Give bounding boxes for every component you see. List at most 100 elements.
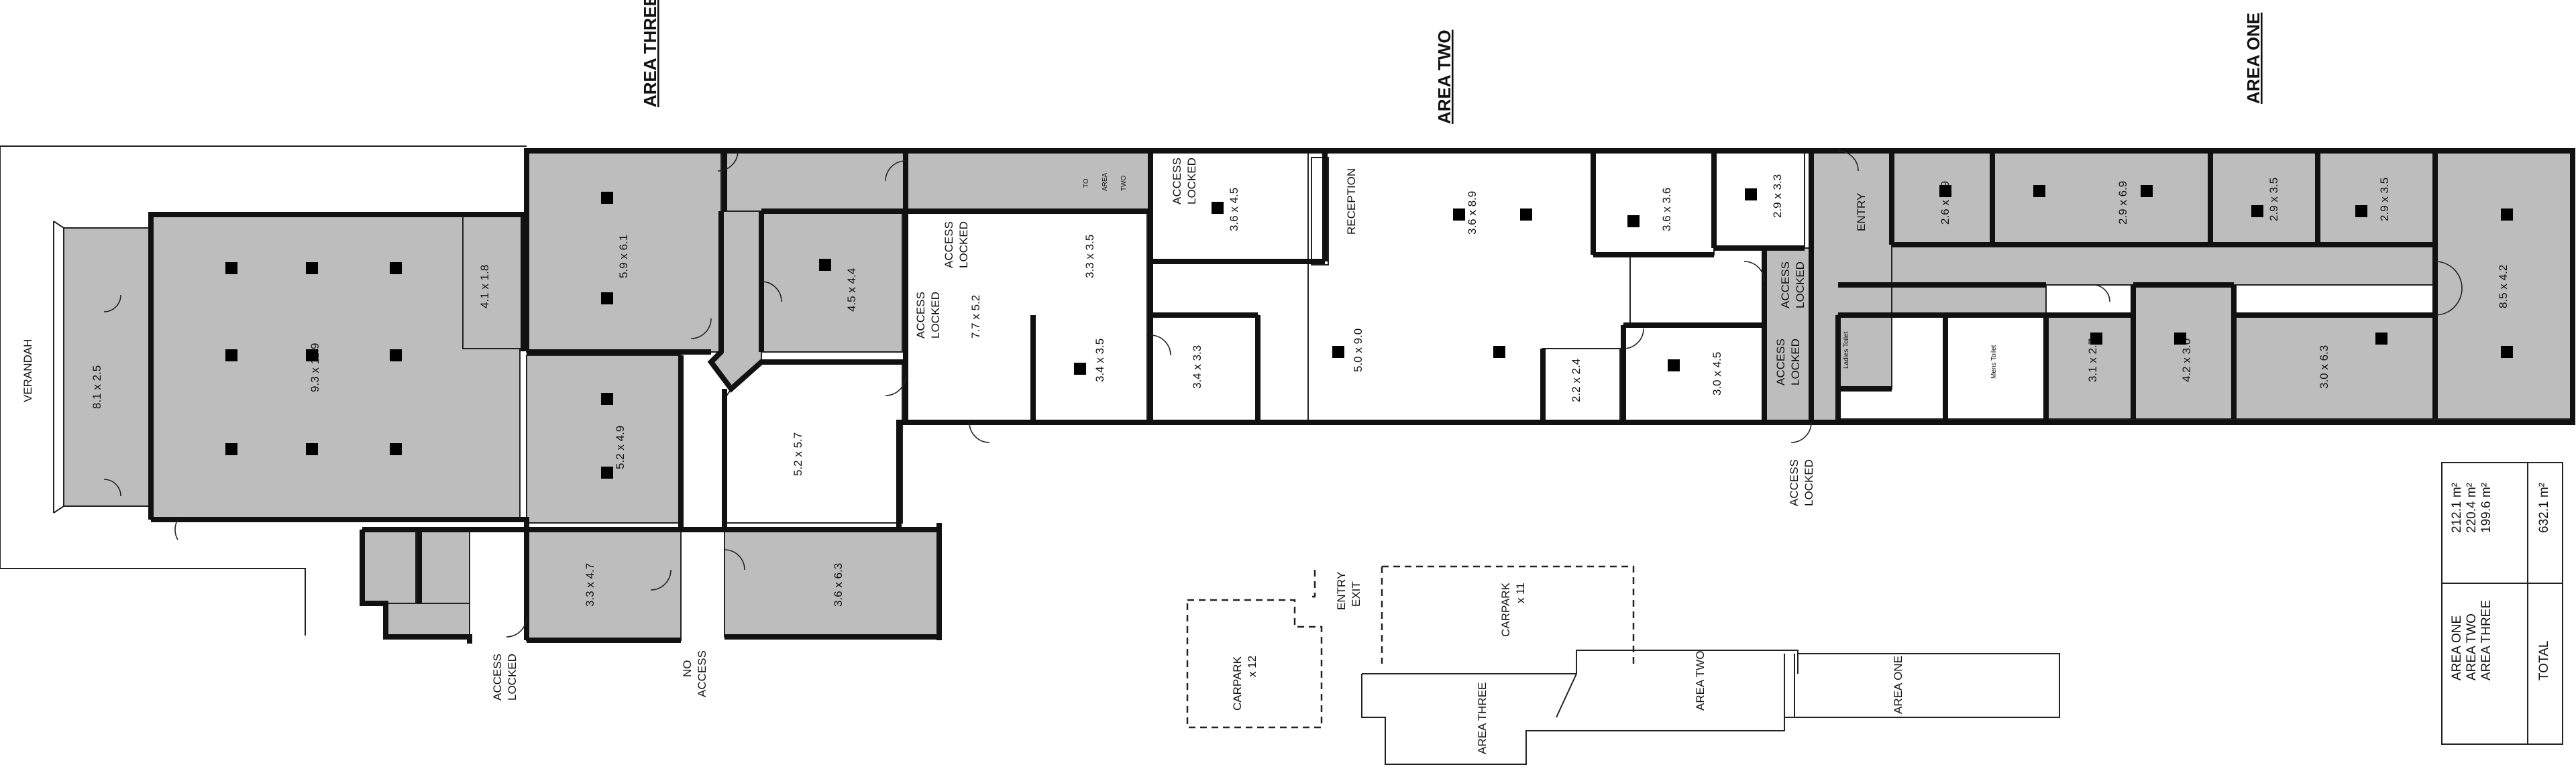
legend-value-1: 212.1 m² (2450, 483, 2464, 533)
mens-toilet-label: Mens Toilet (1990, 345, 1998, 379)
access-locked-label-f: ACCESS LOCKED (491, 654, 519, 701)
room-label-r28: 3.0 x 6.3 (2318, 345, 2330, 389)
area-three-title: AREA THREE (640, 0, 660, 107)
room-label-r26: 3.1 x 2.7 (2086, 339, 2099, 382)
legend-total-value: 632.1 m² (2537, 483, 2551, 533)
entry-exit-label: ENTRY EXIT (1335, 572, 1362, 610)
legend-value-2: 220.4 m² (2465, 483, 2479, 533)
svg-text:ACCESS: ACCESS (696, 650, 708, 697)
room-3-0x4-5 (1623, 324, 1765, 423)
room-8-5x4-2 (2434, 150, 2573, 420)
access-locked-label-a: ACCESS LOCKED (943, 221, 970, 268)
site-plan-area-two: AREA TWO (1694, 651, 1707, 711)
svg-text:ACCESS: ACCESS (1774, 339, 1787, 385)
room-label-r3: 4.1 x 1.8 (478, 265, 491, 308)
entry-label: ENTRY (1855, 193, 1868, 231)
room-label-r25: 8.5 x 4.2 (2497, 265, 2510, 308)
svg-text:x 12: x 12 (1246, 656, 1258, 677)
room-2-9x3-5-b (2317, 150, 2436, 245)
corridor-to-area-two (905, 150, 1151, 212)
svg-text:LOCKED: LOCKED (1185, 158, 1198, 204)
room-3-6x6-3 (724, 529, 940, 638)
room-3-0x6-3 (2233, 314, 2436, 420)
legend-value-3: 199.6 m² (2479, 483, 2493, 533)
site-key-plan (1361, 650, 2060, 765)
carpark-12-label: CARPARK x 12 (1231, 656, 1258, 711)
carpark-area (1186, 565, 1635, 729)
legend-name-3: AREA THREE (2479, 600, 2493, 680)
wall-north-main (527, 148, 2575, 530)
svg-text:ACCESS: ACCESS (943, 221, 955, 268)
svg-text:ACCESS: ACCESS (914, 292, 927, 339)
legend-name-1: AREA ONE (2450, 615, 2464, 680)
room-label-r16: 5.0 x 9.0 (1352, 328, 1364, 372)
room-label-r24: 2.9 x 3.5 (2378, 178, 2391, 221)
room-4-5x4-4 (761, 211, 903, 353)
room-label-r10: 7.7 x 5.2 (969, 295, 982, 339)
legend-total-name: TOTAL (2537, 641, 2551, 680)
svg-text:ACCESS: ACCESS (1171, 158, 1183, 204)
room-verandah (63, 227, 152, 507)
ladies-toilet-label: Ladies Toilet (1843, 331, 1850, 369)
room-label-r17: 2.2 x 2.4 (1570, 359, 1582, 402)
svg-text:ACCESS: ACCESS (1788, 459, 1801, 506)
to-area-two-3: TWO (1120, 175, 1128, 191)
room-hall (150, 214, 521, 520)
room-label-r7: 5.2 x 5.7 (792, 432, 804, 476)
carpark-11-label: CARPARK x 11 (1499, 582, 1527, 637)
svg-text:ACCESS: ACCESS (1779, 261, 1792, 308)
room-3-6x4-5 (1150, 150, 1326, 262)
area-legend: AREA ONE AREA TWO AREA THREE TOTAL 212.1… (2441, 462, 2563, 745)
room-5-2x4-9 (526, 355, 682, 524)
verandah-label: VERANDAH (21, 339, 34, 402)
svg-text:CARPARK: CARPARK (1231, 656, 1244, 711)
room-label-r18: 3.6 x 3.6 (1660, 188, 1673, 231)
room-label-r22: 2.9 x 6.9 (2116, 181, 2129, 225)
access-locked-label-c: ACCESS LOCKED (1779, 261, 1807, 308)
room-5-2x5-7 (724, 361, 903, 524)
svg-text:LOCKED: LOCKED (1803, 459, 1815, 506)
room-label-r13: 3.4 x 3.3 (1191, 345, 1203, 389)
svg-text:EXIT: EXIT (1350, 581, 1362, 607)
to-area-two-1: TO (1083, 178, 1090, 188)
room-3-6x3-6 (1593, 150, 1715, 255)
svg-text:LOCKED: LOCKED (1789, 339, 1802, 385)
to-area-two-2: AREA (1102, 172, 1109, 191)
site-plan-area-one: AREA ONE (1892, 656, 1904, 714)
site-plan-area-three: AREA THREE (1476, 682, 1489, 754)
svg-text:LOCKED: LOCKED (929, 292, 942, 339)
room-7-7x5-2 (905, 211, 1148, 423)
interior-walls (362, 151, 2438, 603)
room-label-r20: 3.0 x 4.5 (1711, 352, 1723, 396)
corridor-top (720, 150, 906, 212)
room-label-r1: 8.1 x 2.5 (91, 365, 103, 409)
verandah-rail (63, 227, 151, 507)
room-label-r23: 2.9 x 3.5 (2267, 178, 2280, 221)
svg-text:LOCKED: LOCKED (957, 221, 970, 268)
reception-label: RECEPTION (1345, 168, 1358, 235)
svg-text:LOCKED: LOCKED (506, 654, 519, 701)
room-2-9x3-3 (1713, 150, 1805, 249)
room-label-r11: 3.3 x 3.5 (1083, 235, 1096, 278)
svg-text:ENTRY: ENTRY (1335, 572, 1348, 610)
room-3-4x3-3 (1150, 314, 1258, 423)
area-one-title: AREA ONE (2243, 13, 2263, 104)
room-label-r4: 5.9 x 6.1 (617, 235, 630, 278)
room-label-r12: 3.4 x 3.5 (1093, 339, 1106, 382)
access-locked-label-d: ACCESS LOCKED (1774, 339, 1802, 385)
room-toilet-b (415, 529, 470, 604)
room-2-2x2-4 (1542, 348, 1621, 423)
svg-text:NO: NO (681, 660, 694, 678)
room-4-1x1-8 (462, 214, 524, 349)
room-2-9x6-9 (1992, 150, 2211, 245)
wall-south-west (151, 517, 939, 532)
room-label-r5: 5.2 x 4.9 (614, 426, 627, 469)
svg-text:ACCESS: ACCESS (491, 654, 504, 701)
room-3-3x4-7 (526, 529, 682, 641)
access-locked-label-b: ACCESS LOCKED (914, 292, 942, 339)
access-locked-label-e: ACCESS LOCKED (1788, 459, 1815, 506)
svg-text:CARPARK: CARPARK (1499, 582, 1512, 637)
door-swings (103, 150, 2463, 638)
room-label-r14: 3.6 x 4.5 (1228, 188, 1240, 231)
